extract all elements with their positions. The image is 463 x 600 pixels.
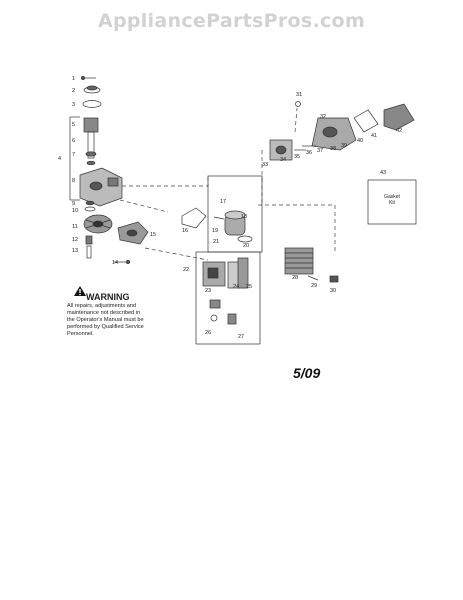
watermark: AppliancePartsPros.com <box>97 10 365 32</box>
cover-part <box>269 139 293 161</box>
callout-24: 24 <box>233 284 239 290</box>
warning-title: WARNING <box>86 292 130 302</box>
warning-body: All repairs, adjustments and maintenance… <box>67 303 144 337</box>
callout-37: 37 <box>317 148 323 154</box>
callout-1: 1 <box>72 76 75 82</box>
callout-27: 27 <box>238 334 244 340</box>
callout-11: 11 <box>72 224 78 230</box>
callout-30: 30 <box>330 288 336 294</box>
callout-5: 5 <box>72 122 75 128</box>
spark-plug-part <box>329 275 339 283</box>
callout-22: 22 <box>183 267 189 273</box>
callout-23: 23 <box>205 288 211 294</box>
cylinder-part <box>284 247 314 275</box>
callout-20: 20 <box>243 243 249 249</box>
callout-19: 19 <box>212 228 218 234</box>
muffler-part <box>311 117 357 151</box>
washer-part <box>84 200 96 212</box>
callout-13: 13 <box>72 248 78 254</box>
callout-32: 32 <box>320 114 326 120</box>
callout-29: 29 <box>311 283 317 289</box>
callout-15: 15 <box>150 232 156 238</box>
flywheel-part <box>83 214 113 234</box>
callout-21: 21 <box>213 239 219 245</box>
callout-35: 35 <box>294 154 300 160</box>
oring-part <box>82 100 102 108</box>
callout-25: 25 <box>246 284 252 290</box>
plate-part <box>353 109 379 133</box>
callout-40: 40 <box>357 138 363 144</box>
callout-7: 7 <box>72 152 75 158</box>
callout-28: 28 <box>292 275 298 281</box>
callout-2: 2 <box>72 88 75 94</box>
callout-10: 10 <box>72 208 78 214</box>
callout-33: 33 <box>262 162 268 168</box>
gasket-kit-box <box>367 179 417 225</box>
screw-part <box>81 76 96 80</box>
pump-assembly-part <box>83 117 99 166</box>
carburetor-group-box <box>195 251 261 345</box>
cap-part <box>83 85 101 94</box>
gasket-kit-label: Gasket Kit <box>384 194 400 206</box>
gasket-part <box>181 207 207 229</box>
callout-14: 14 <box>112 260 118 266</box>
crankcase-part <box>79 167 123 207</box>
ignition-coil-part <box>117 221 149 245</box>
air-filter-part <box>383 103 415 131</box>
callout-6: 6 <box>72 138 75 144</box>
callout-16: 16 <box>182 228 188 234</box>
callout-39: 39 <box>341 143 347 149</box>
piston-part <box>213 210 253 243</box>
callout-31: 31 <box>296 92 302 98</box>
callout-43: 43 <box>380 170 386 176</box>
primer-part <box>209 299 237 325</box>
callout-8: 8 <box>72 178 75 184</box>
warning-icon <box>74 286 86 296</box>
carburetor-part <box>202 257 249 289</box>
callout-42: 42 <box>396 128 402 134</box>
date-code: 5/09 <box>293 365 321 381</box>
callout-36: 36 <box>306 150 312 156</box>
warning-notice: WARNING All repairs, adjustments and mai… <box>67 292 179 338</box>
callout-12: 12 <box>72 237 78 243</box>
callout-41: 41 <box>371 133 377 139</box>
callout-38: 38 <box>330 146 336 152</box>
callout-4: 4 <box>58 156 61 162</box>
callout-3: 3 <box>72 102 75 108</box>
callout-34: 34 <box>280 157 286 163</box>
callout-17: 17 <box>220 199 226 205</box>
callout-26: 26 <box>205 330 211 336</box>
callout-9: 9 <box>72 201 75 207</box>
callout-18: 18 <box>241 214 247 220</box>
shaft-part <box>85 235 93 259</box>
